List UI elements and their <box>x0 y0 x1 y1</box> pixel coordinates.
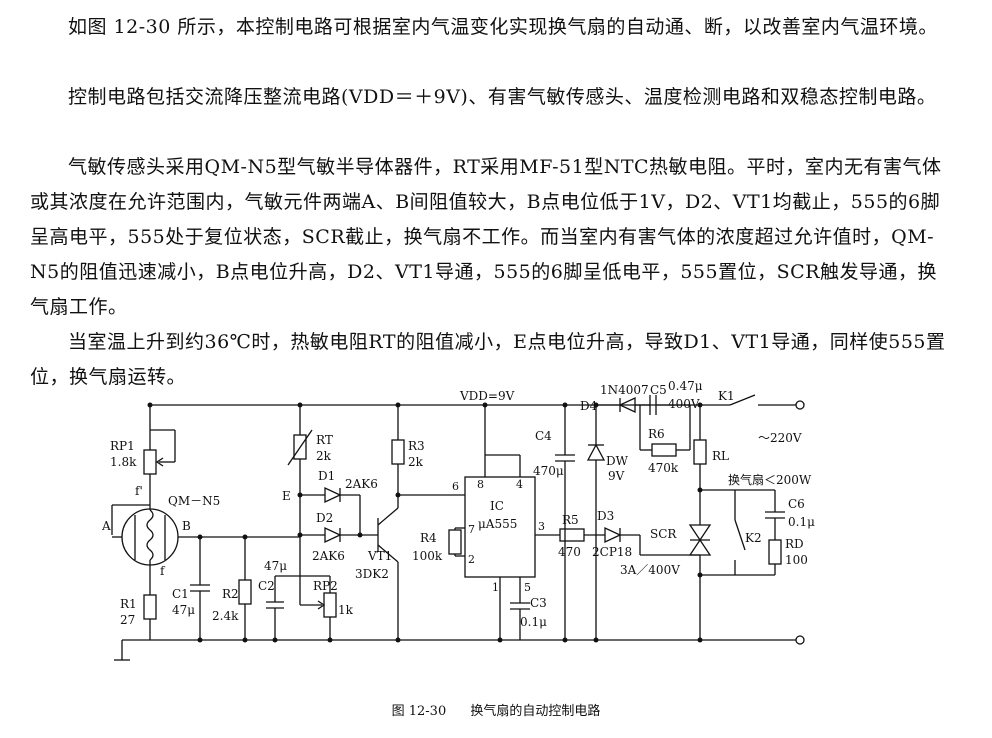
label-d3-type: 2CP18 <box>592 545 632 559</box>
label-rp2: RP2 <box>313 579 338 593</box>
label-r1-val: 27 <box>120 613 135 627</box>
label-c3-val: 0.1μ <box>520 615 547 629</box>
label-rt: RT <box>316 433 333 447</box>
label-node-b: B <box>182 519 191 533</box>
label-r4: R4 <box>420 531 437 545</box>
label-r5-val: 470 <box>558 545 581 559</box>
label-r2: R2 <box>222 587 239 601</box>
label-fan: 换气扇＜200W <box>728 472 812 487</box>
label-r1: R1 <box>120 597 137 611</box>
label-r3: R3 <box>408 439 425 453</box>
label-k1: K1 <box>718 389 735 403</box>
label-d2-type: 2AK6 <box>312 549 345 563</box>
label-d4-type: 1N4007 <box>600 383 649 397</box>
label-vdd: VDD=9V <box>459 389 515 403</box>
label-d3: D3 <box>597 509 614 523</box>
label-d1-type: 2AK6 <box>345 477 378 491</box>
label-dw: DW <box>606 454 629 468</box>
label-f-prime: f' <box>135 484 143 498</box>
label-node-a: A <box>101 519 111 533</box>
label-d4: D4 <box>580 399 598 413</box>
label-ac: ～220V <box>758 431 802 445</box>
label-qm: QM－N5 <box>168 494 220 508</box>
label-r3-val: 2k <box>408 455 424 469</box>
label-vt1-type: 3DK2 <box>355 567 389 581</box>
label-pin4: 4 <box>516 478 523 491</box>
circuit-diagram: VDD=9V RP1 1.8k f' f QM－N5 A B R1 27 C1 … <box>101 380 815 661</box>
label-scr: SCR <box>650 527 677 541</box>
label-c1-val: 47μ <box>172 603 195 617</box>
label-c1: C1 <box>172 587 189 601</box>
label-vt1: VT1 <box>367 549 392 563</box>
label-r6: R6 <box>648 427 665 441</box>
label-d1: D1 <box>318 469 335 483</box>
label-c4-val: 470μ <box>533 464 564 478</box>
paragraph-2: 控制电路包括交流降压整流电路(VDD＝＋9V)、有害气敏传感头、温度检测电路和双… <box>68 86 937 108</box>
label-rp1-val: 1.8k <box>110 455 137 469</box>
label-ic-type: μA555 <box>478 517 517 531</box>
label-ic: IC <box>490 499 504 513</box>
paragraph-1: 如图 12-30 所示，本控制电路可根据室内气温变化实现换气扇的自动通、断，以改… <box>68 16 938 38</box>
label-pin2: 2 <box>468 553 475 566</box>
label-c4: C4 <box>535 429 552 443</box>
label-rd-val: 100 <box>785 553 808 567</box>
label-d2: D2 <box>316 511 333 525</box>
label-node-e: E <box>282 489 291 503</box>
label-pin5: 5 <box>524 581 531 594</box>
figure-title: 换气扇的自动控制电路 <box>470 704 601 719</box>
label-rp1: RP1 <box>110 439 135 453</box>
figure-number: 图 12-30 <box>391 704 447 719</box>
paragraph-3: 气敏传感头采用QM-N5型气敏半导体器件，RT采用MF-51型NTC热敏电阻。平… <box>30 156 942 318</box>
label-r5: R5 <box>562 513 579 527</box>
label-c3: C3 <box>530 596 547 610</box>
label-c5-val1: 0.47μ <box>668 380 703 393</box>
label-pin6: 6 <box>452 480 459 493</box>
label-c2-val: 47μ <box>264 559 287 573</box>
label-r4-val: 100k <box>412 549 443 563</box>
label-dw-val: 9V <box>608 469 625 483</box>
label-c6-val: 0.1μ <box>788 515 815 529</box>
label-pin7: 7 <box>468 523 475 536</box>
label-r2-val: 2.4k <box>212 609 239 623</box>
label-pin3: 3 <box>538 520 545 533</box>
label-rl: RL <box>712 449 729 463</box>
paragraph-4: 当室温上升到约36℃时，热敏电阻RT的阻值减小，E点电位升高，导致D1、VT1导… <box>30 331 946 388</box>
label-scr-val: 3A／400V <box>620 563 680 577</box>
label-c5: C5 <box>650 383 667 397</box>
label-rd: RD <box>785 537 804 551</box>
label-r6-val: 470k <box>648 461 679 475</box>
label-k2: K2 <box>745 531 762 545</box>
label-f: f <box>160 564 166 578</box>
label-rt-val: 2k <box>316 449 332 463</box>
label-c5-val2: 400V <box>668 397 700 411</box>
figure-caption: 图 12-30 换气扇的自动控制电路 <box>0 700 992 719</box>
label-c2: C2 <box>258 579 275 593</box>
label-pin8: 8 <box>477 478 484 491</box>
label-pin1: 1 <box>492 581 499 594</box>
label-rp2-val: 1k <box>338 603 354 617</box>
label-c6: C6 <box>788 497 805 511</box>
